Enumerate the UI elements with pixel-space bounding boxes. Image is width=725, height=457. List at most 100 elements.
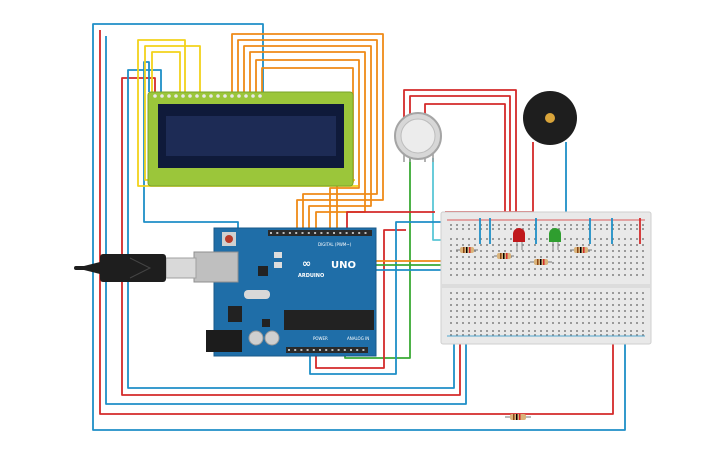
hole — [510, 330, 512, 332]
hole — [486, 316, 488, 318]
lcd-pin[interactable] — [167, 94, 171, 98]
hole — [456, 262, 458, 264]
lcd-pin[interactable] — [244, 94, 248, 98]
wire-blue[interactable] — [105, 36, 467, 405]
lcd-pin[interactable] — [258, 94, 262, 98]
led-red[interactable] — [513, 228, 525, 250]
lcd-pin[interactable] — [202, 94, 206, 98]
lcd-display[interactable] — [147, 91, 354, 187]
lcd-pin[interactable] — [223, 94, 227, 98]
hole — [564, 316, 566, 318]
hole — [356, 349, 359, 351]
lcd-pin[interactable] — [209, 94, 213, 98]
hole — [516, 316, 518, 318]
hole — [618, 298, 620, 300]
buzzer[interactable] — [523, 91, 577, 145]
hole — [564, 256, 566, 258]
lcd-pin[interactable] — [153, 94, 157, 98]
hole — [528, 262, 530, 264]
lcd-pin[interactable] — [195, 94, 199, 98]
hole — [540, 330, 542, 332]
wire-orange[interactable] — [255, 59, 360, 228]
breadboard[interactable] — [440, 211, 652, 345]
hole — [516, 262, 518, 264]
lcd-pin[interactable] — [230, 94, 234, 98]
wire-blue[interactable] — [92, 23, 626, 431]
hole — [468, 316, 470, 318]
lcd-pin[interactable] — [216, 94, 220, 98]
resistor[interactable] — [570, 247, 592, 253]
hole — [600, 268, 602, 270]
hole — [624, 262, 626, 264]
wire-red[interactable] — [121, 77, 461, 396]
hole — [594, 224, 596, 226]
resistor[interactable] — [456, 247, 478, 253]
hole — [351, 232, 354, 234]
wire-blue[interactable] — [309, 221, 450, 375]
hole — [624, 224, 626, 226]
lcd-pin[interactable] — [174, 94, 178, 98]
wire-orange[interactable] — [249, 51, 366, 228]
hole — [456, 322, 458, 324]
hole — [288, 232, 291, 234]
hole — [594, 228, 596, 230]
power-jack[interactable] — [206, 330, 242, 352]
hole — [282, 232, 285, 234]
hole — [492, 268, 494, 270]
hole — [480, 310, 482, 312]
hole — [534, 298, 536, 300]
wire-orange[interactable] — [231, 33, 384, 228]
wire-red[interactable] — [99, 30, 614, 415]
lcd-pin[interactable] — [251, 94, 255, 98]
hole — [468, 224, 470, 226]
hole — [636, 316, 638, 318]
lcd-pin[interactable] — [160, 94, 164, 98]
arduino-board[interactable]: ∞ UNO ARDUINO DIGITAL (PWM~) POWER ANALO… — [206, 227, 377, 357]
hole — [552, 274, 554, 276]
hole — [462, 292, 464, 294]
hole — [534, 228, 536, 230]
hole — [582, 292, 584, 294]
wire-blue[interactable] — [143, 61, 239, 248]
hole — [480, 330, 482, 332]
hole — [516, 310, 518, 312]
hole — [450, 274, 452, 276]
wire-red[interactable] — [346, 211, 435, 232]
led-green[interactable] — [549, 228, 561, 250]
hole — [630, 304, 632, 306]
usb-cable[interactable] — [74, 251, 239, 283]
wire-red[interactable] — [445, 142, 534, 213]
wire-red[interactable] — [403, 89, 517, 228]
lcd-pin[interactable] — [237, 94, 241, 98]
wire-orange[interactable] — [243, 45, 372, 228]
wire-red[interactable] — [409, 95, 511, 228]
hole — [594, 292, 596, 294]
wire-blue[interactable] — [127, 69, 455, 389]
hole — [582, 298, 584, 300]
hole — [456, 228, 458, 230]
hole — [546, 334, 548, 336]
hole — [480, 292, 482, 294]
resistor[interactable] — [530, 259, 552, 265]
hole — [486, 304, 488, 306]
breadboard-holes — [450, 224, 644, 336]
hole — [642, 244, 644, 246]
hole — [522, 262, 524, 264]
hole — [564, 268, 566, 270]
wire-red[interactable] — [424, 103, 506, 228]
lcd-pin[interactable] — [188, 94, 192, 98]
wire-red[interactable] — [315, 229, 406, 369]
hole — [540, 334, 542, 336]
hole — [492, 256, 494, 258]
hole — [618, 316, 620, 318]
hole — [510, 224, 512, 226]
resistor[interactable] — [505, 414, 531, 420]
hole — [350, 349, 352, 351]
hole — [510, 238, 512, 240]
resistor[interactable] — [494, 253, 514, 259]
hole — [618, 292, 620, 294]
wire-orange[interactable] — [237, 39, 378, 228]
gas-sensor[interactable] — [394, 112, 442, 162]
hole — [552, 304, 554, 306]
lcd-pin[interactable] — [181, 94, 185, 98]
